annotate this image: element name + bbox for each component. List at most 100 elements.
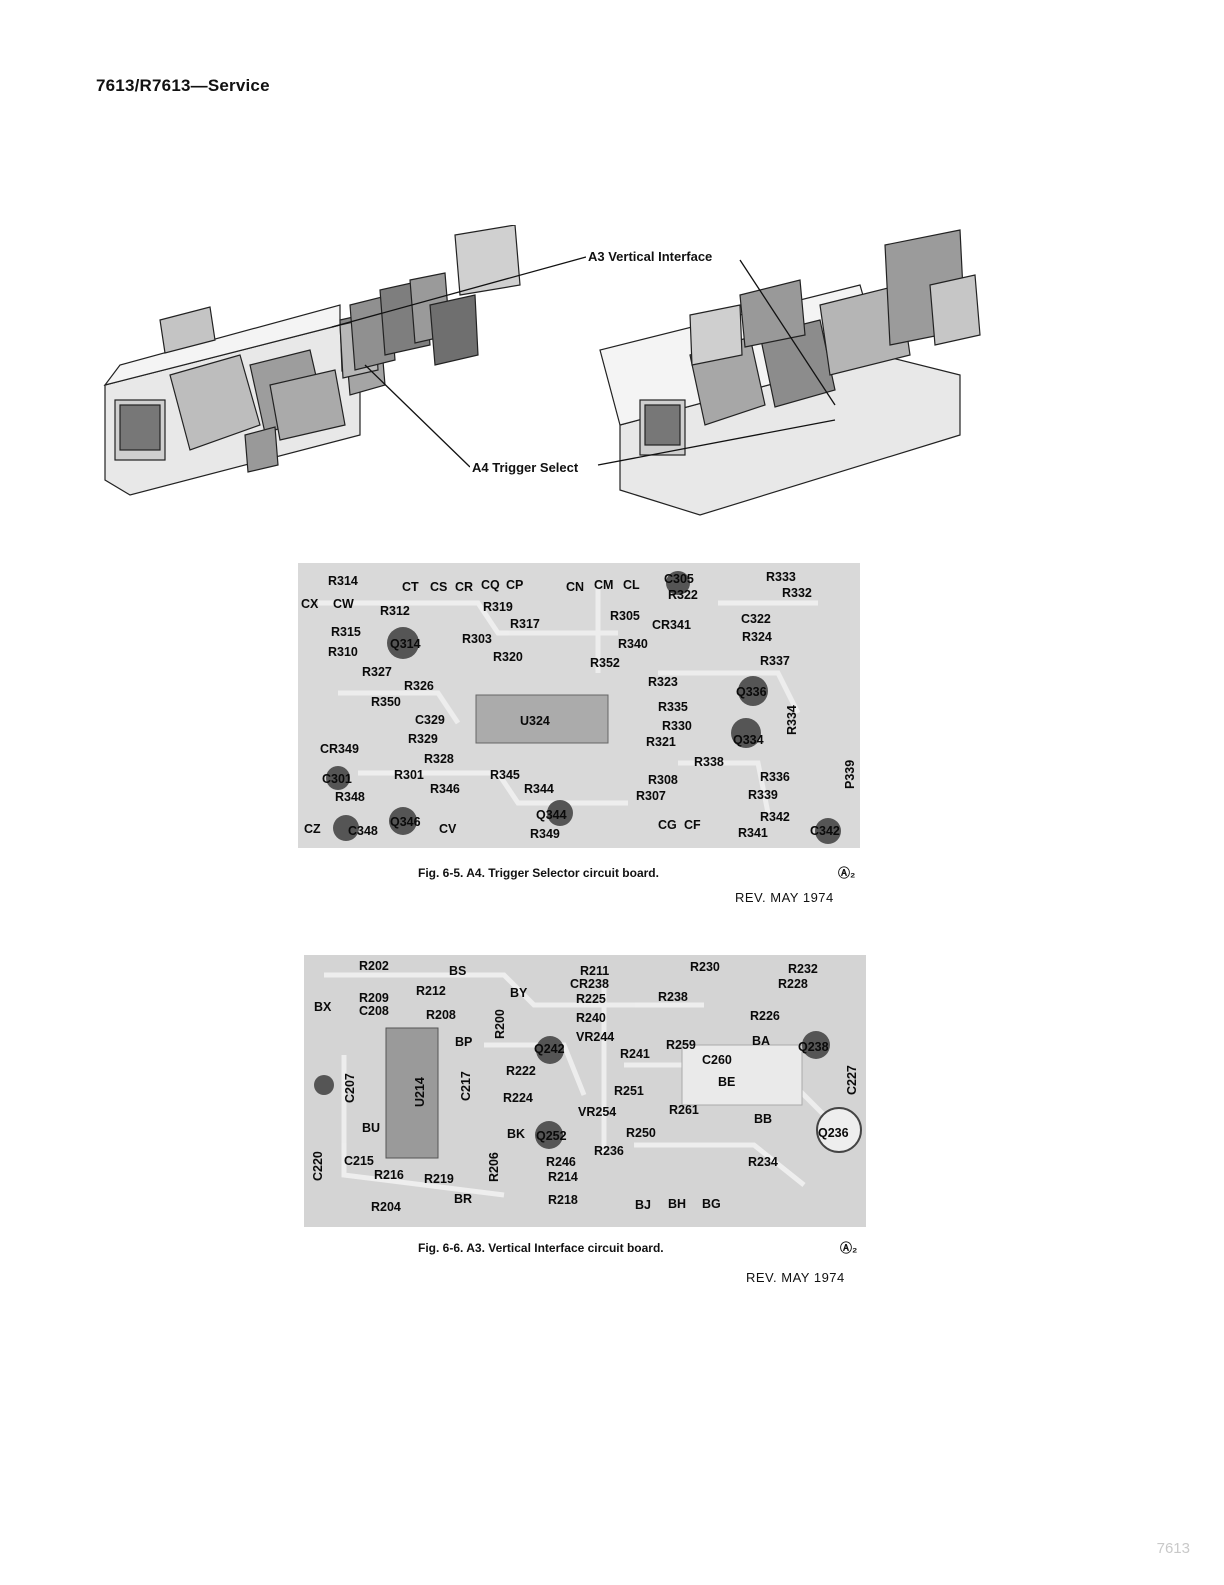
board-label: R312 [380,604,410,618]
board-label: CF [684,818,701,832]
board-label: R326 [404,679,434,693]
board-label: R204 [371,1200,401,1214]
board-label: R246 [546,1155,576,1169]
board-label: R202 [359,959,389,973]
board-label: R344 [524,782,554,796]
revision-badge-a4: Ⓐ₂ [838,866,856,880]
board-label: R310 [328,645,358,659]
board-a3-artwork [304,955,866,1227]
callout-a4-trigger-select: A4 Trigger Select [470,460,581,475]
board-label: R315 [331,625,361,639]
board-label: R330 [662,719,692,733]
board-label: BH [668,1197,687,1211]
board-label: CN [566,580,585,594]
board-label: R236 [594,1144,624,1158]
board-label: CP [506,578,524,592]
board-label: R341 [738,826,768,840]
board-label: Q252 [536,1129,567,1143]
board-label: Q336 [736,685,767,699]
board-label: R327 [362,665,392,679]
revision-date-a4: REV. MAY 1974 [735,890,834,905]
board-label: R224 [503,1091,533,1105]
board-label: R329 [408,732,438,746]
board-label: CX [301,597,319,611]
board-label: R259 [666,1038,696,1052]
board-label: R340 [618,637,648,651]
board-label: R234 [748,1155,778,1169]
board-label: R225 [576,992,606,1006]
board-label: CV [439,822,457,836]
board-label: R345 [490,768,520,782]
board-label: R230 [690,960,720,974]
board-label: C215 [344,1154,374,1168]
board-label: BJ [635,1198,651,1212]
board-label: R314 [328,574,358,588]
board-label: R206 [487,1152,501,1182]
board-label: Q344 [536,808,567,822]
board-label: R336 [760,770,790,784]
board-label: BE [718,1075,736,1089]
board-label: C220 [311,1151,325,1181]
page-number: 7613 [1156,1540,1190,1557]
board-label: R238 [658,990,688,1004]
board-label: R228 [778,977,808,991]
board-label: R317 [510,617,540,631]
board-label: R338 [694,755,724,769]
board-label: CM [594,578,614,592]
board-label: CL [623,578,640,592]
board-label: R200 [493,1009,507,1039]
board-label: R308 [648,773,678,787]
board-label: P339 [843,759,857,789]
board-label: CZ [304,822,321,836]
board-label: R352 [590,656,620,670]
board-label: R334 [785,705,799,735]
board-label: R339 [748,788,778,802]
board-label: R212 [416,984,446,998]
board-label: R319 [483,600,513,614]
board-label: C207 [343,1073,357,1103]
figure-caption-a4: Fig. 6-5. A4. Trigger Selector circuit b… [418,866,659,880]
board-label: R350 [371,695,401,709]
instrument-exploded-view: A3 Vertical Interface A4 Trigger Select [100,224,990,535]
board-label: BR [454,1192,473,1206]
board-label: Q242 [534,1042,565,1056]
board-label: R240 [576,1011,606,1025]
page-header: 7613/R7613—Service [96,76,270,95]
board-a4-artwork [298,563,860,848]
board-label: R332 [782,586,812,600]
board-label: R208 [426,1008,456,1022]
board-label: R322 [668,588,698,602]
board-label: Q236 [818,1126,849,1140]
board-label: R216 [374,1168,404,1182]
board-label: R211 [580,964,610,978]
board-label: R333 [766,570,796,584]
board-label: Q346 [390,815,421,829]
board-label: CT [402,580,419,594]
board-label: BU [362,1121,381,1135]
board-label: CR349 [320,742,359,756]
revision-date-a3: REV. MAY 1974 [746,1270,845,1285]
board-label: R321 [646,735,676,749]
figure-caption-a3: Fig. 6-6. A3. Vertical Interface circuit… [418,1241,664,1255]
board-label: C260 [702,1053,732,1067]
board-label: C342 [810,824,840,838]
board-label: BP [455,1035,473,1049]
board-label: R214 [548,1170,578,1184]
board-label: R219 [424,1172,454,1186]
board-label: R261 [669,1103,699,1117]
a3-vertical-interface-board: R202 BS R211 R230 R232 CR238 R228 R209 R… [304,955,866,1227]
board-label: R342 [760,810,790,824]
board-label: C227 [845,1065,859,1095]
board-label: CR [455,580,474,594]
board-label: C329 [415,713,445,727]
board-label: CS [430,580,448,594]
board-label: CR238 [570,977,609,991]
board-label: C348 [348,824,378,838]
board-label: R303 [462,632,492,646]
callout-a3-vertical-interface: A3 Vertical Interface [586,249,715,264]
board-label: BG [702,1197,721,1211]
board-label: R335 [658,700,688,714]
board-label: C305 [664,572,694,586]
board-label: C301 [322,772,352,786]
board-label: VR244 [576,1030,615,1044]
